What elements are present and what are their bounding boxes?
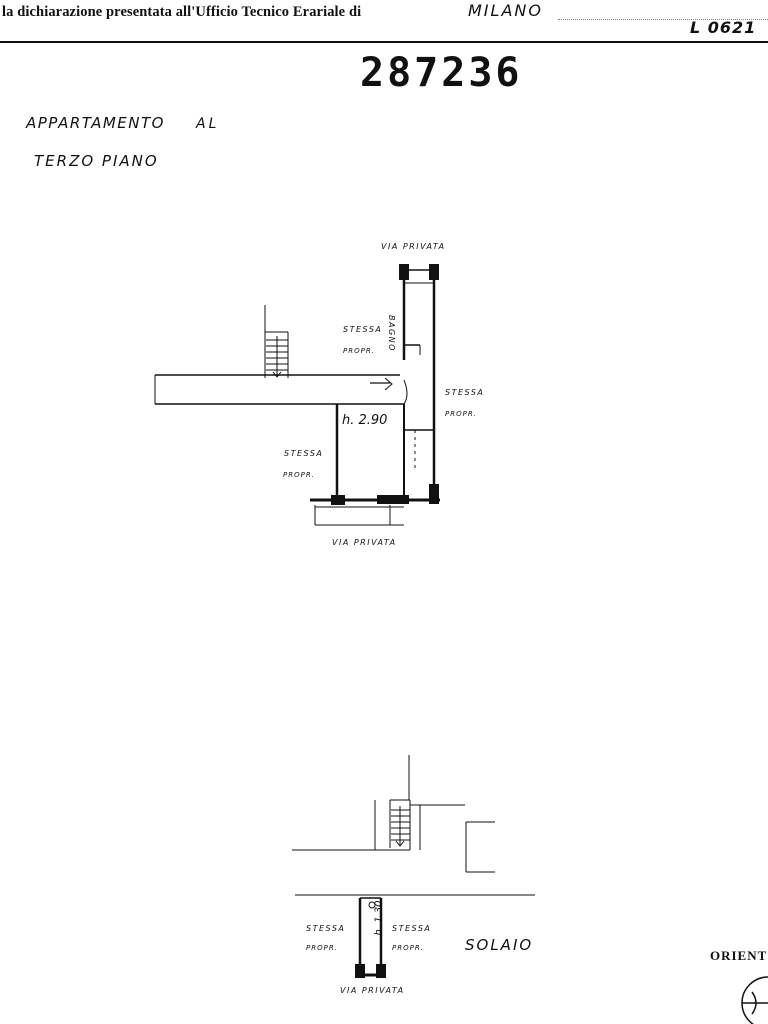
orientation-label: ORIENT: [710, 948, 768, 963]
room-label-bathroom: BAGNO: [387, 315, 396, 352]
dotted-fill-line: [558, 19, 768, 20]
attic-owner-left-2: PROPR.: [306, 944, 338, 952]
reference-code: L 0621: [690, 18, 757, 37]
owner-label-left-1: STESSA: [343, 325, 383, 334]
staircase-upper: [264, 305, 289, 378]
unit-title-floor: TERZO PIANO: [34, 152, 159, 170]
header-rule: [0, 41, 768, 43]
declaration-text: la dichiarazione presentata all'Ufficio …: [2, 4, 362, 20]
city-name: MILANO: [468, 1, 543, 20]
attic-owner-left-1: STESSA: [306, 924, 346, 933]
unit-title-at: AL: [196, 116, 220, 132]
unit-title-apartment: APPARTAMENTO: [26, 114, 165, 132]
street-label-bottom: VIA PRIVATA: [332, 538, 397, 547]
owner-label-left-2: PROPR.: [343, 347, 375, 355]
room-height-main: h. 2.90: [342, 413, 388, 428]
attic-room-height: h. 1.30: [373, 900, 385, 936]
stamp-number: 287236: [360, 50, 523, 96]
staircase-lower: [374, 799, 411, 850]
owner-label-lower-2: PROPR.: [283, 471, 315, 479]
attic-street-label: VIA PRIVATA: [340, 986, 405, 995]
owner-label-right-1: STESSA: [445, 388, 485, 397]
attic-owner-right-2: PROPR.: [392, 944, 424, 952]
attic-owner-right-1: STESSA: [392, 924, 432, 933]
attic-room-label: SOLAIO: [465, 936, 534, 954]
street-label-top: VIA PRIVATA: [381, 242, 446, 251]
owner-label-lower-1: STESSA: [284, 449, 324, 458]
owner-label-right-2: PROPR.: [445, 410, 477, 418]
